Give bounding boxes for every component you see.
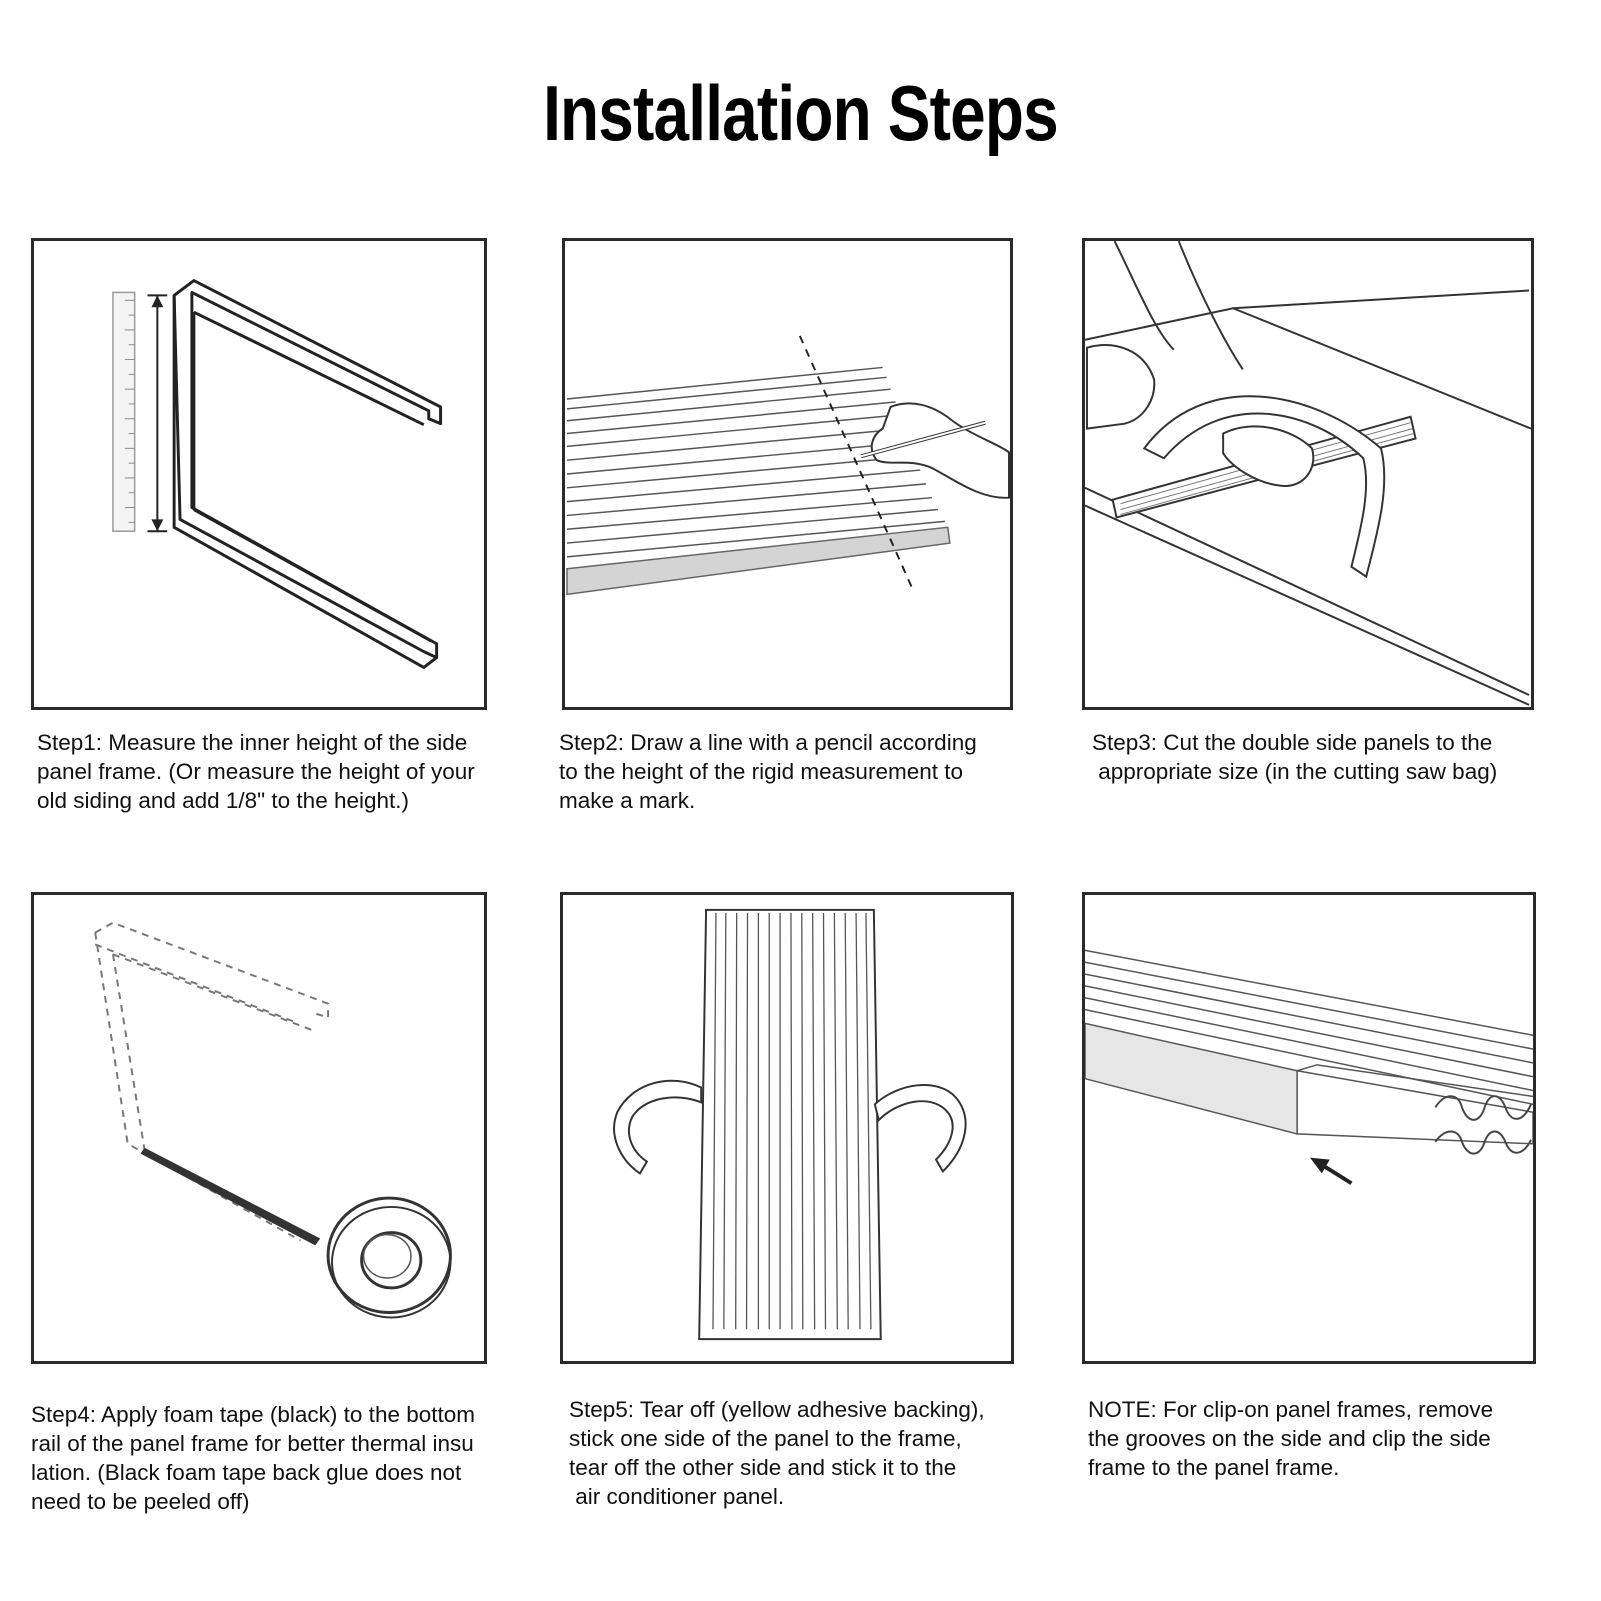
step5-line: tear off the other side and stick it to …	[569, 1455, 957, 1480]
step4-line: need to be peeled off)	[31, 1489, 250, 1514]
note-line: the grooves on the side and clip the sid…	[1088, 1426, 1491, 1451]
step1-line: old siding and add 1/8" to the height.)	[37, 788, 410, 813]
note-line: frame to the panel frame.	[1088, 1455, 1340, 1480]
note-line: NOTE: For clip-on panel frames, remove	[1088, 1397, 1494, 1422]
page-title: Installation Steps	[543, 69, 1059, 157]
step2-line: to the height of the rigid measurement t…	[559, 759, 963, 784]
step1-line: panel frame. (Or measure the height of y…	[37, 759, 475, 784]
frame-measure-drawing	[112, 279, 443, 669]
step1-illustration	[31, 238, 487, 710]
clip-frame-drawing	[1085, 949, 1533, 1185]
step5-line: air conditioner panel.	[569, 1484, 785, 1509]
step5-illustration	[560, 892, 1014, 1364]
step3-illustration	[1082, 238, 1534, 710]
step4-line: lation. (Black foam tape back glue does …	[31, 1460, 462, 1485]
step3-line: Step3: Cut the double side panels to the	[1092, 730, 1493, 755]
step2-caption: Step2: Draw a line with a pencil accordi…	[559, 728, 977, 815]
panel-pencil-drawing	[566, 335, 1010, 596]
step1-line: Step1: Measure the inner height of the s…	[37, 730, 468, 755]
step2-line: Step2: Draw a line with a pencil accordi…	[559, 730, 977, 755]
step3-line: appropriate size (in the cutting saw bag…	[1092, 759, 1498, 784]
adhesive-panel-drawing	[613, 908, 967, 1341]
step4-illustration	[31, 892, 487, 1364]
step2-illustration	[562, 238, 1013, 710]
foam-tape-drawing	[94, 921, 452, 1319]
note-caption: NOTE: For clip-on panel frames, remove t…	[1088, 1395, 1493, 1482]
step2-line: make a mark.	[559, 788, 696, 813]
step5-caption: Step5: Tear off (yellow adhesive backing…	[569, 1395, 985, 1511]
saw-cut-drawing	[1085, 241, 1531, 706]
step3-caption: Step3: Cut the double side panels to the…	[1092, 728, 1497, 786]
note-illustration	[1082, 892, 1536, 1364]
step5-line: stick one side of the panel to the frame…	[569, 1426, 962, 1451]
step5-line: Step5: Tear off (yellow adhesive backing…	[569, 1397, 985, 1422]
step4-caption: Step4: Apply foam tape (black) to the bo…	[31, 1400, 475, 1516]
step1-caption: Step1: Measure the inner height of the s…	[37, 728, 475, 815]
step4-line: rail of the panel frame for better therm…	[31, 1431, 474, 1456]
step4-line: Step4: Apply foam tape (black) to the bo…	[31, 1402, 476, 1427]
